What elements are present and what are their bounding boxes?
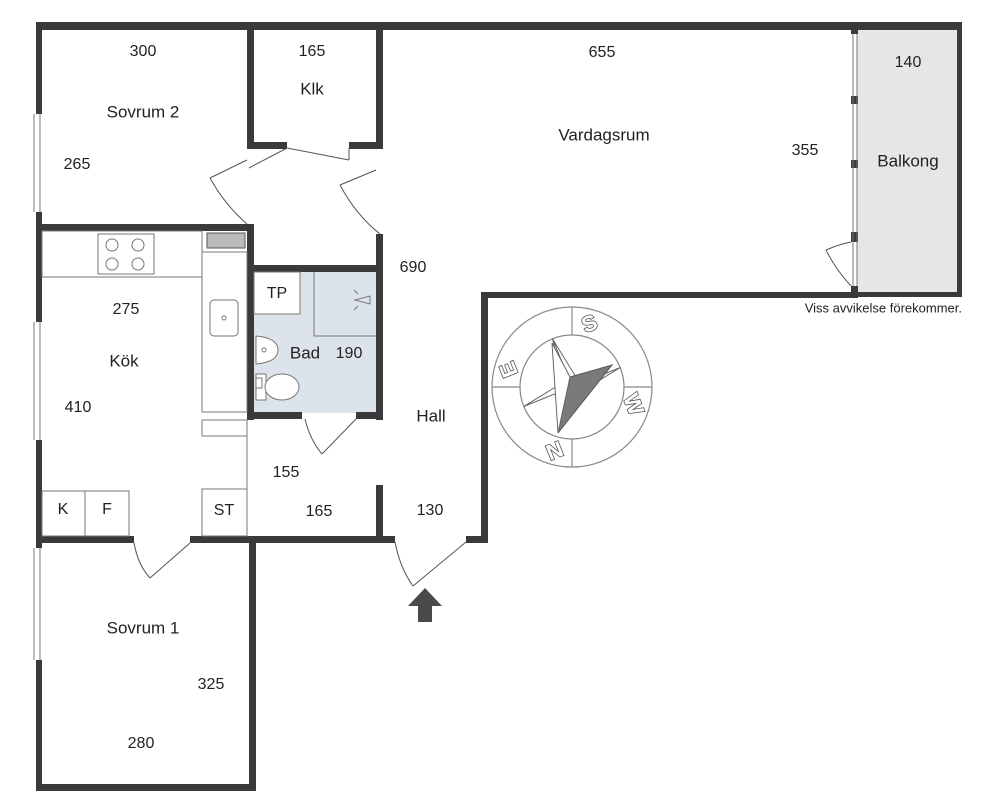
klk-width: 165 xyxy=(299,43,326,60)
vardagsrum-width: 655 xyxy=(589,44,616,61)
sovrum1-width: 280 xyxy=(128,735,155,752)
closet-width: 165 xyxy=(306,503,333,520)
balcony-floor xyxy=(857,30,960,292)
st-label: ST xyxy=(214,502,235,519)
hall-width: 130 xyxy=(417,502,444,519)
compass-s: S xyxy=(578,309,601,338)
kok-depth: 410 xyxy=(65,399,92,416)
kok-label: Kök xyxy=(109,351,139,370)
compass-e: E xyxy=(494,358,523,381)
walls xyxy=(36,22,962,791)
sovrum2-label: Sovrum 2 xyxy=(107,102,180,121)
bad-label: Bad xyxy=(290,343,320,362)
doors xyxy=(133,147,852,587)
sovrum2-depth: 265 xyxy=(64,156,91,173)
compass: S W N E xyxy=(491,306,653,468)
windows xyxy=(33,34,858,660)
balkong-label: Balkong xyxy=(877,151,938,170)
k-label: K xyxy=(58,501,69,518)
closet-depth: 155 xyxy=(273,464,300,481)
vardagsrum-depth: 355 xyxy=(792,142,819,159)
compass-w: W xyxy=(618,390,649,419)
compass-n: N xyxy=(543,436,567,465)
bathroom-fixtures xyxy=(253,271,376,401)
disclaimer-note: Viss avvikelse förekommer. xyxy=(805,300,962,315)
hall-depth: 690 xyxy=(400,259,427,276)
sovrum1-label: Sovrum 1 xyxy=(107,618,180,637)
bad-depth: 190 xyxy=(336,345,363,362)
entrance-arrow-icon xyxy=(408,588,442,622)
vardagsrum-label: Vardagsrum xyxy=(558,125,649,144)
hall-label: Hall xyxy=(416,406,445,425)
f-label: F xyxy=(102,501,112,518)
klk-label: Klk xyxy=(300,79,324,98)
kok-width: 275 xyxy=(113,301,140,318)
kitchen-fixtures xyxy=(41,230,248,537)
sovrum1-depth: 325 xyxy=(198,676,225,693)
sovrum2-width: 300 xyxy=(130,43,157,60)
balkong-width: 140 xyxy=(895,54,922,71)
tp-label: TP xyxy=(267,285,287,302)
